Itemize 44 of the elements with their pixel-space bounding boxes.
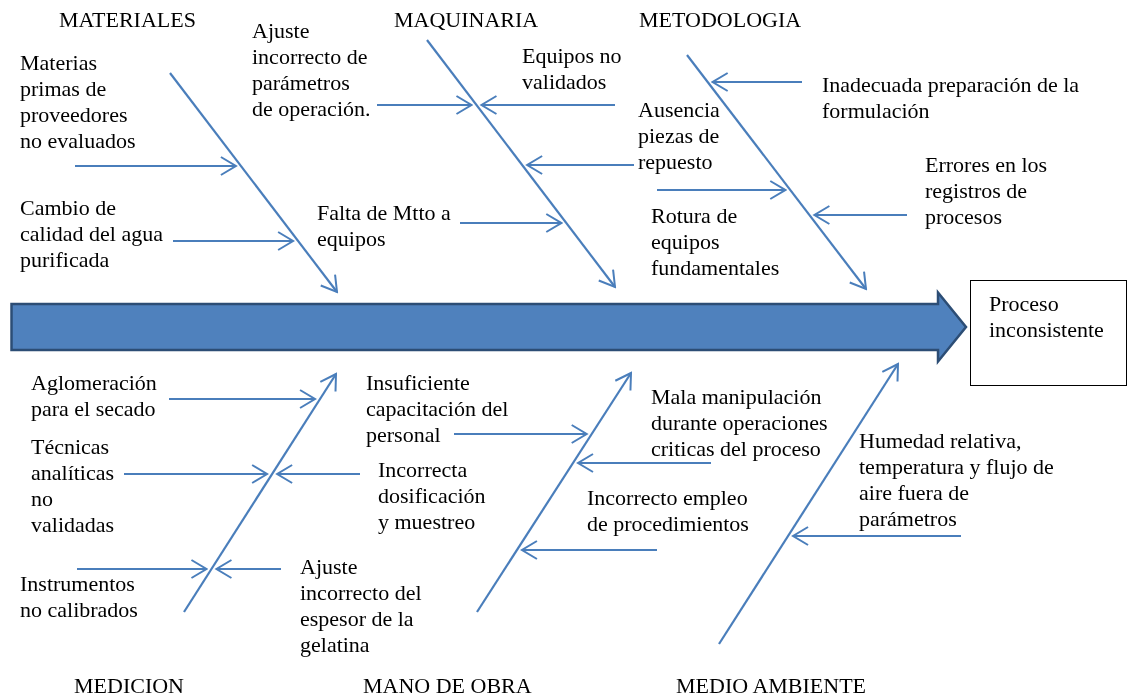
- category-label: MANO DE OBRA: [363, 673, 532, 699]
- cause-arrow: [215, 559, 281, 579]
- category-label: MATERIALES: [59, 7, 196, 33]
- cause-arrow: [276, 464, 360, 484]
- cause-arrow: [377, 95, 473, 115]
- cause-arrow: [526, 155, 634, 175]
- cause-text: Falta de Mtto a equipos: [317, 200, 457, 252]
- cause-text: Inadecuada preparación de la formulación: [822, 72, 1102, 124]
- cause-arrow: [75, 156, 237, 176]
- cause-text: Humedad relativa, temperatura y flujo de aire fuera de parámetros: [859, 428, 1059, 532]
- cause-arrow: [792, 526, 961, 546]
- cause-text: Errores en los registros de procesos: [925, 152, 1060, 230]
- cause-arrow: [460, 213, 563, 233]
- cause-arrow: [480, 95, 615, 115]
- category-label: METODOLOGIA: [639, 7, 802, 33]
- cause-text: Incorrecta dosificación y muestreo: [378, 457, 493, 535]
- cause-text: Equipos no validados: [522, 43, 627, 95]
- cause-arrow: [124, 464, 269, 484]
- category-label: MEDICION: [74, 673, 184, 699]
- cause-arrow: [577, 453, 711, 473]
- cause-text: Ausencia piezas de repuesto: [638, 97, 722, 175]
- cause-arrow: [77, 559, 208, 579]
- category-label: MAQUINARIA: [394, 7, 539, 33]
- cause-text: Aglomeración para el secado: [31, 370, 163, 422]
- cause-text: Rotura de equipos fundamentales: [651, 203, 786, 281]
- cause-arrow: [657, 180, 787, 200]
- cause-text: Incorrecto empleo de procedimientos: [587, 485, 765, 537]
- cause-arrow: [711, 72, 802, 92]
- cause-text: Ajuste incorrecto de parámetros de operación.: [252, 18, 374, 122]
- cause-arrow: [169, 389, 317, 409]
- effect-box: Proceso inconsistente: [970, 280, 1127, 386]
- cause-arrow: [454, 424, 588, 444]
- cause-text: Técnicas analíticas no validadas: [31, 434, 121, 538]
- cause-arrow: [520, 540, 657, 560]
- cause-arrow: [173, 231, 295, 251]
- cause-text: Mala manipulación durante operaciones criticas del proceso: [651, 384, 833, 462]
- spine-arrow: [10, 291, 968, 363]
- cause-arrow: [813, 205, 907, 225]
- cause-text: Insuficiente capacitación del personal: [366, 370, 514, 448]
- cause-text: Materias primas de proveedores no evaluados: [20, 50, 140, 154]
- cause-text: Ajuste incorrecto del espesor de la gelatina: [300, 554, 428, 658]
- cause-text: Cambio de calidad del agua purificada: [20, 195, 170, 273]
- cause-text: Instrumentos no calibrados: [20, 571, 145, 623]
- category-label: MEDIO AMBIENTE: [676, 673, 867, 699]
